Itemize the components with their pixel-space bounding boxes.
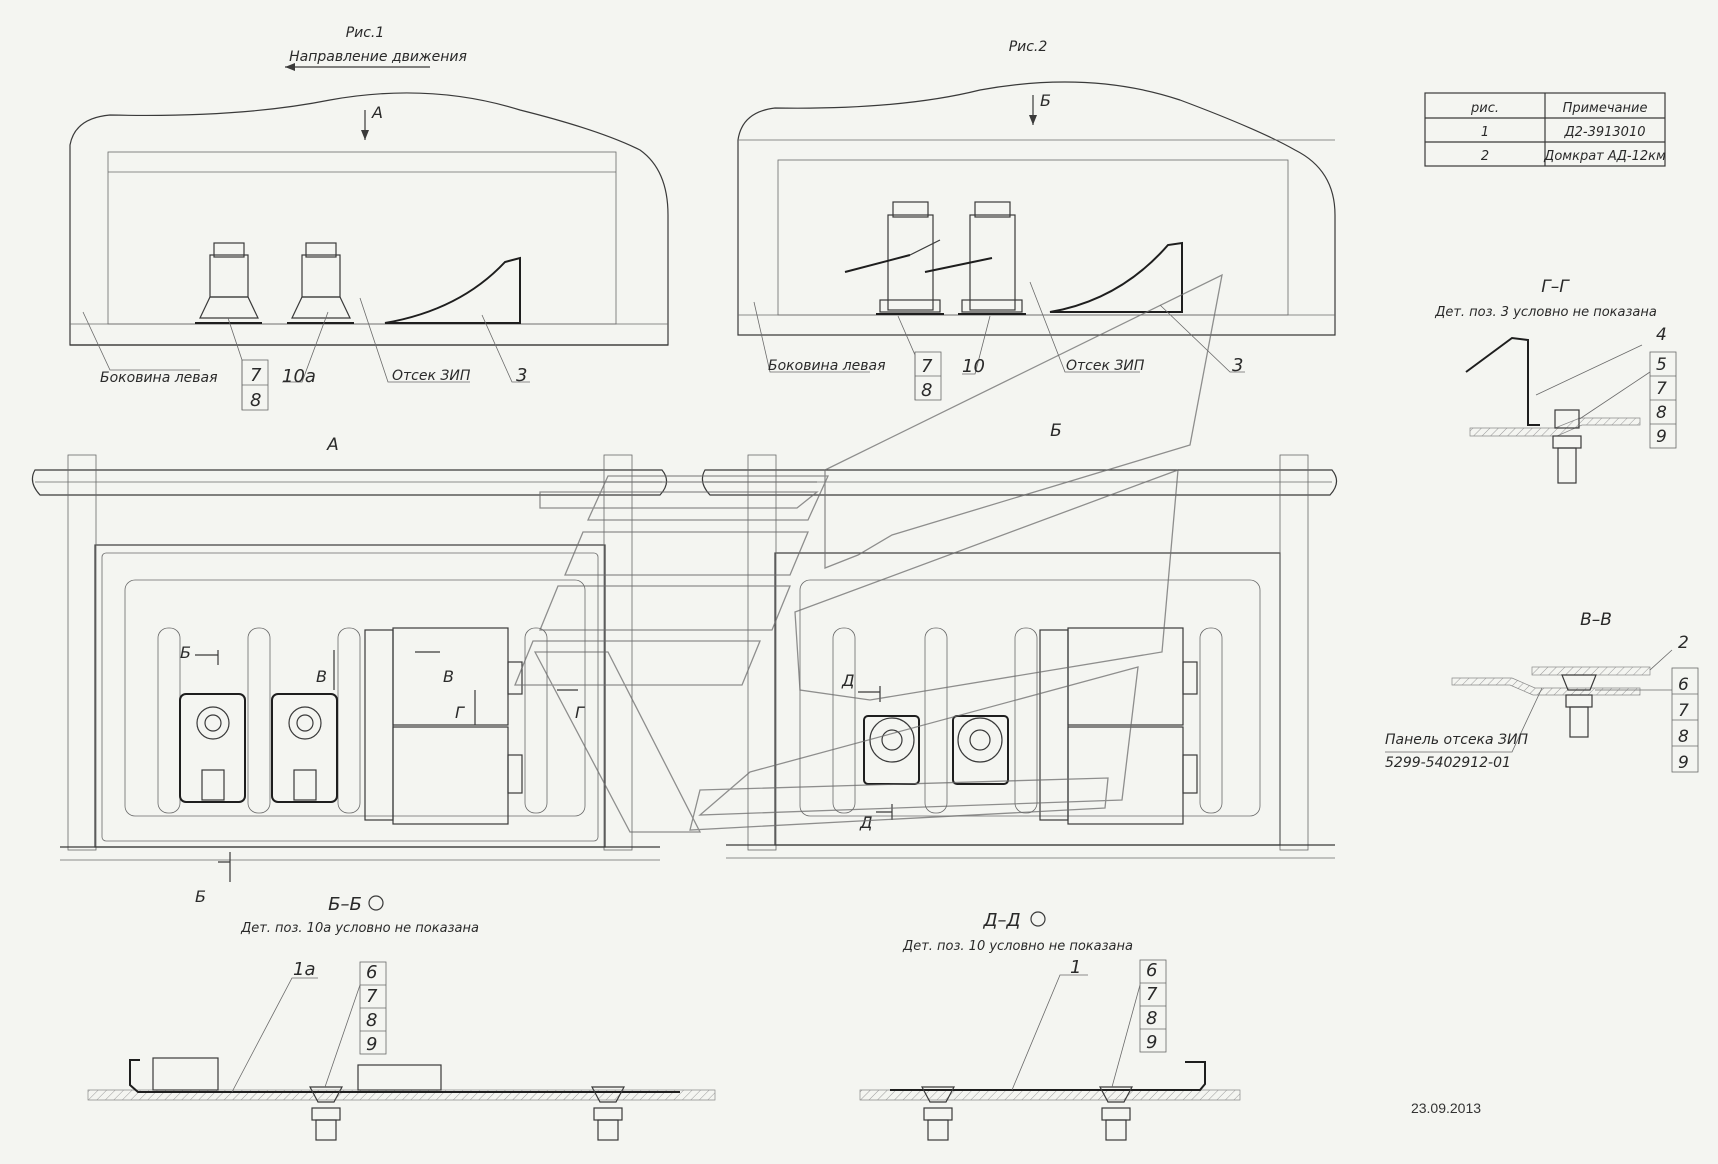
cut-mark-v-left: В <box>316 667 327 686</box>
fig1-zip-label: Отсек ЗИП <box>392 368 471 384</box>
parts-table: рис. Примечание 1 Д2-3913010 2 Домкрат А… <box>1424 92 1666 167</box>
fig1-callout-7: 7 <box>250 365 262 386</box>
view-b-jack-base-1 <box>863 715 920 785</box>
cut-mark-d-top: Д <box>841 671 855 690</box>
fig1-callout-8: 8 <box>250 390 261 411</box>
fig2-callout-7: 7 <box>921 356 933 377</box>
table-cell: Домкрат АД-12км <box>1543 149 1666 164</box>
fig2-callout-10: 10 <box>962 356 985 377</box>
view-b-jack-base-2 <box>952 715 1009 785</box>
section-bb: Б–Б Дет. поз. 10а условно не показана 1а… <box>87 894 716 1141</box>
view-b-frame <box>774 552 1281 846</box>
table-header-fig: рис. <box>1470 101 1499 116</box>
cut-mark-v-right: В <box>443 667 454 686</box>
section-bb-title: Б–Б <box>328 894 362 915</box>
bb-callout: 1а <box>293 959 315 980</box>
dd-callout: 7 <box>1146 984 1158 1005</box>
figure-1: Рис.1 Направление движения А Бок <box>69 25 669 411</box>
hydraulic-jack-2 <box>924 201 1026 315</box>
dd-callout: 1 <box>1070 957 1081 978</box>
vv-callout: 8 <box>1678 727 1689 747</box>
table-header-note: Примечание <box>1563 101 1648 116</box>
fig2-zip-label: Отсек ЗИП <box>1066 358 1145 374</box>
fig2-title: Рис.2 <box>1009 39 1048 55</box>
watermark-logo <box>514 273 1223 833</box>
fig2-outline <box>737 81 1336 336</box>
view-a-box-lower <box>392 726 509 825</box>
direction-label: Направление движения <box>289 49 467 65</box>
view-b: Б Д Д <box>701 421 1338 859</box>
vv-callout: 9 <box>1678 753 1689 773</box>
gg-callout: 4 <box>1656 325 1667 345</box>
bb-callout: 7 <box>366 986 378 1007</box>
bb-callout: 9 <box>366 1034 377 1055</box>
gg-callout: 8 <box>1656 403 1667 423</box>
bb-callout: 6 <box>366 962 377 983</box>
panel-code-label: 5299-5402912-01 <box>1385 755 1511 771</box>
gg-callout: 9 <box>1656 427 1667 447</box>
fig1-outline <box>69 92 669 346</box>
section-dd-title: Д–Д <box>982 910 1020 931</box>
panel-name-label: Панель отсека ЗИП <box>1385 732 1528 748</box>
fig1-callout-10a: 10а <box>282 366 316 387</box>
cut-mark-d-bottom: Д <box>859 813 873 832</box>
gg-callout: 5 <box>1656 355 1667 375</box>
section-vv-title: В–В <box>1580 610 1612 630</box>
view-b-arrow-label: Б <box>1040 91 1051 110</box>
fig2-side-left-label: Боковина левая <box>768 358 886 374</box>
cut-mark-b-top: Б <box>180 643 191 662</box>
view-a-title: А <box>326 435 339 455</box>
direction-arrowhead <box>285 63 295 71</box>
table-cell: 1 <box>1481 125 1489 140</box>
fig1-callout-3: 3 <box>516 365 527 386</box>
fig2-wheel-chock <box>1049 241 1183 313</box>
fig2-callout-3: 3 <box>1232 355 1243 376</box>
hydraulic-jack-1 <box>844 201 944 315</box>
fig1-title: Рис.1 <box>346 25 385 41</box>
view-a-jack-base-2 <box>271 693 338 803</box>
wheel-chock <box>384 256 521 324</box>
section-bb-note: Дет. поз. 10а условно не показана <box>240 921 479 936</box>
cut-mark-b-bottom: Б <box>195 887 206 906</box>
side-left-label: Боковина левая <box>100 370 218 386</box>
gg-callout: 7 <box>1656 379 1667 399</box>
jack-2 <box>287 242 354 324</box>
view-a-frame <box>94 544 606 848</box>
section-gg: Г–Г Дет. поз. 3 условно не показана 4 5 … <box>1434 277 1677 484</box>
cut-mark-g-left: Г <box>455 703 465 722</box>
section-dd: Д–Д Дет. поз. 10 условно не показана 1 6… <box>859 910 1241 1141</box>
fig2-callout-8: 8 <box>921 380 932 401</box>
vv-callout: 2 <box>1678 633 1689 653</box>
view-a-jack-base-1 <box>179 693 246 803</box>
vv-callout: 7 <box>1678 701 1689 721</box>
table-cell: 2 <box>1481 149 1489 164</box>
cut-mark-g-right: Г <box>575 703 585 722</box>
figure-2: Рис.2 Б Боковина левая <box>737 39 1336 401</box>
section-gg-title: Г–Г <box>1541 277 1570 297</box>
view-a-arrow-label: А <box>371 103 383 122</box>
view-a: А Б <box>31 435 668 906</box>
section-vv: В–В 2 6 7 8 9 Панель отсека ЗИП 5299-540… <box>1385 610 1699 773</box>
jack-1 <box>195 242 262 324</box>
dd-callout: 6 <box>1146 960 1157 981</box>
vv-callout: 6 <box>1678 675 1689 695</box>
drawing-date: 23.09.2013 <box>1411 1100 1481 1116</box>
fig2-compartment <box>777 159 1289 316</box>
section-gg-note: Дет. поз. 3 условно не показана <box>1434 305 1657 320</box>
view-b-box-upper <box>1067 627 1184 726</box>
bb-callout: 8 <box>366 1010 377 1031</box>
dd-callout: 8 <box>1146 1008 1157 1029</box>
view-b-title: Б <box>1050 421 1062 441</box>
fig1-compartment <box>107 151 617 325</box>
section-dd-note: Дет. поз. 10 условно не показана <box>902 939 1133 954</box>
dd-callout: 9 <box>1146 1032 1157 1053</box>
table-cell: Д2-3913010 <box>1563 125 1645 140</box>
